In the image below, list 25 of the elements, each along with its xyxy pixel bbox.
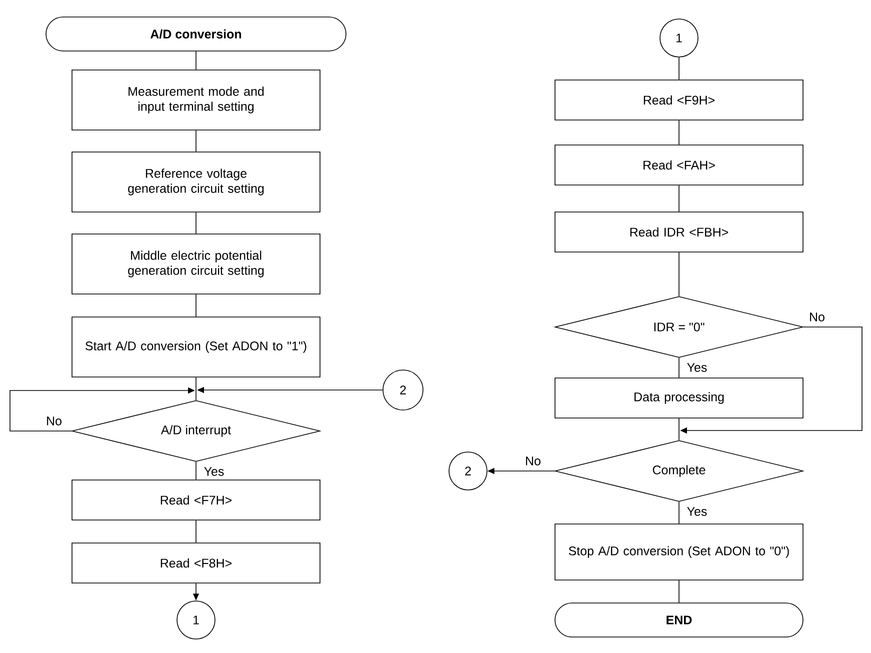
process-box: Start A/D conversion (Set ADON to "1") — [72, 316, 320, 378]
connector-line — [678, 418, 680, 440]
edge-label: No — [524, 456, 542, 466]
edge-label: Yes — [686, 506, 708, 517]
process-box: Data processing — [554, 378, 804, 418]
process-box: Read <F8H> — [72, 542, 320, 584]
process-box: Read <F7H> — [72, 480, 320, 520]
edge-label: No — [45, 416, 63, 426]
process-box: Measurement mode and input terminal setting — [72, 70, 320, 130]
connector-line — [678, 185, 680, 212]
process-box: Read IDR <FBH> — [554, 212, 804, 252]
process-box: Stop A/D conversion (Set ADON to "0") — [554, 524, 804, 580]
edge-label: Yes — [686, 362, 708, 373]
edge-label: Yes — [202, 466, 226, 477]
connector-line — [678, 358, 680, 378]
process-box: Read <FAH> — [554, 144, 804, 186]
process-box: Reference voltage generation circuit setting — [72, 152, 320, 212]
process-box: Read <F9H> — [554, 80, 804, 120]
connector-line — [678, 502, 680, 524]
connector-line — [678, 120, 680, 145]
edge-label: No — [808, 312, 826, 322]
connector-line — [678, 580, 680, 603]
process-box: Middle electric potential generation circuit setting — [72, 234, 320, 294]
connector-line — [678, 252, 680, 296]
connector-line — [678, 57, 680, 80]
